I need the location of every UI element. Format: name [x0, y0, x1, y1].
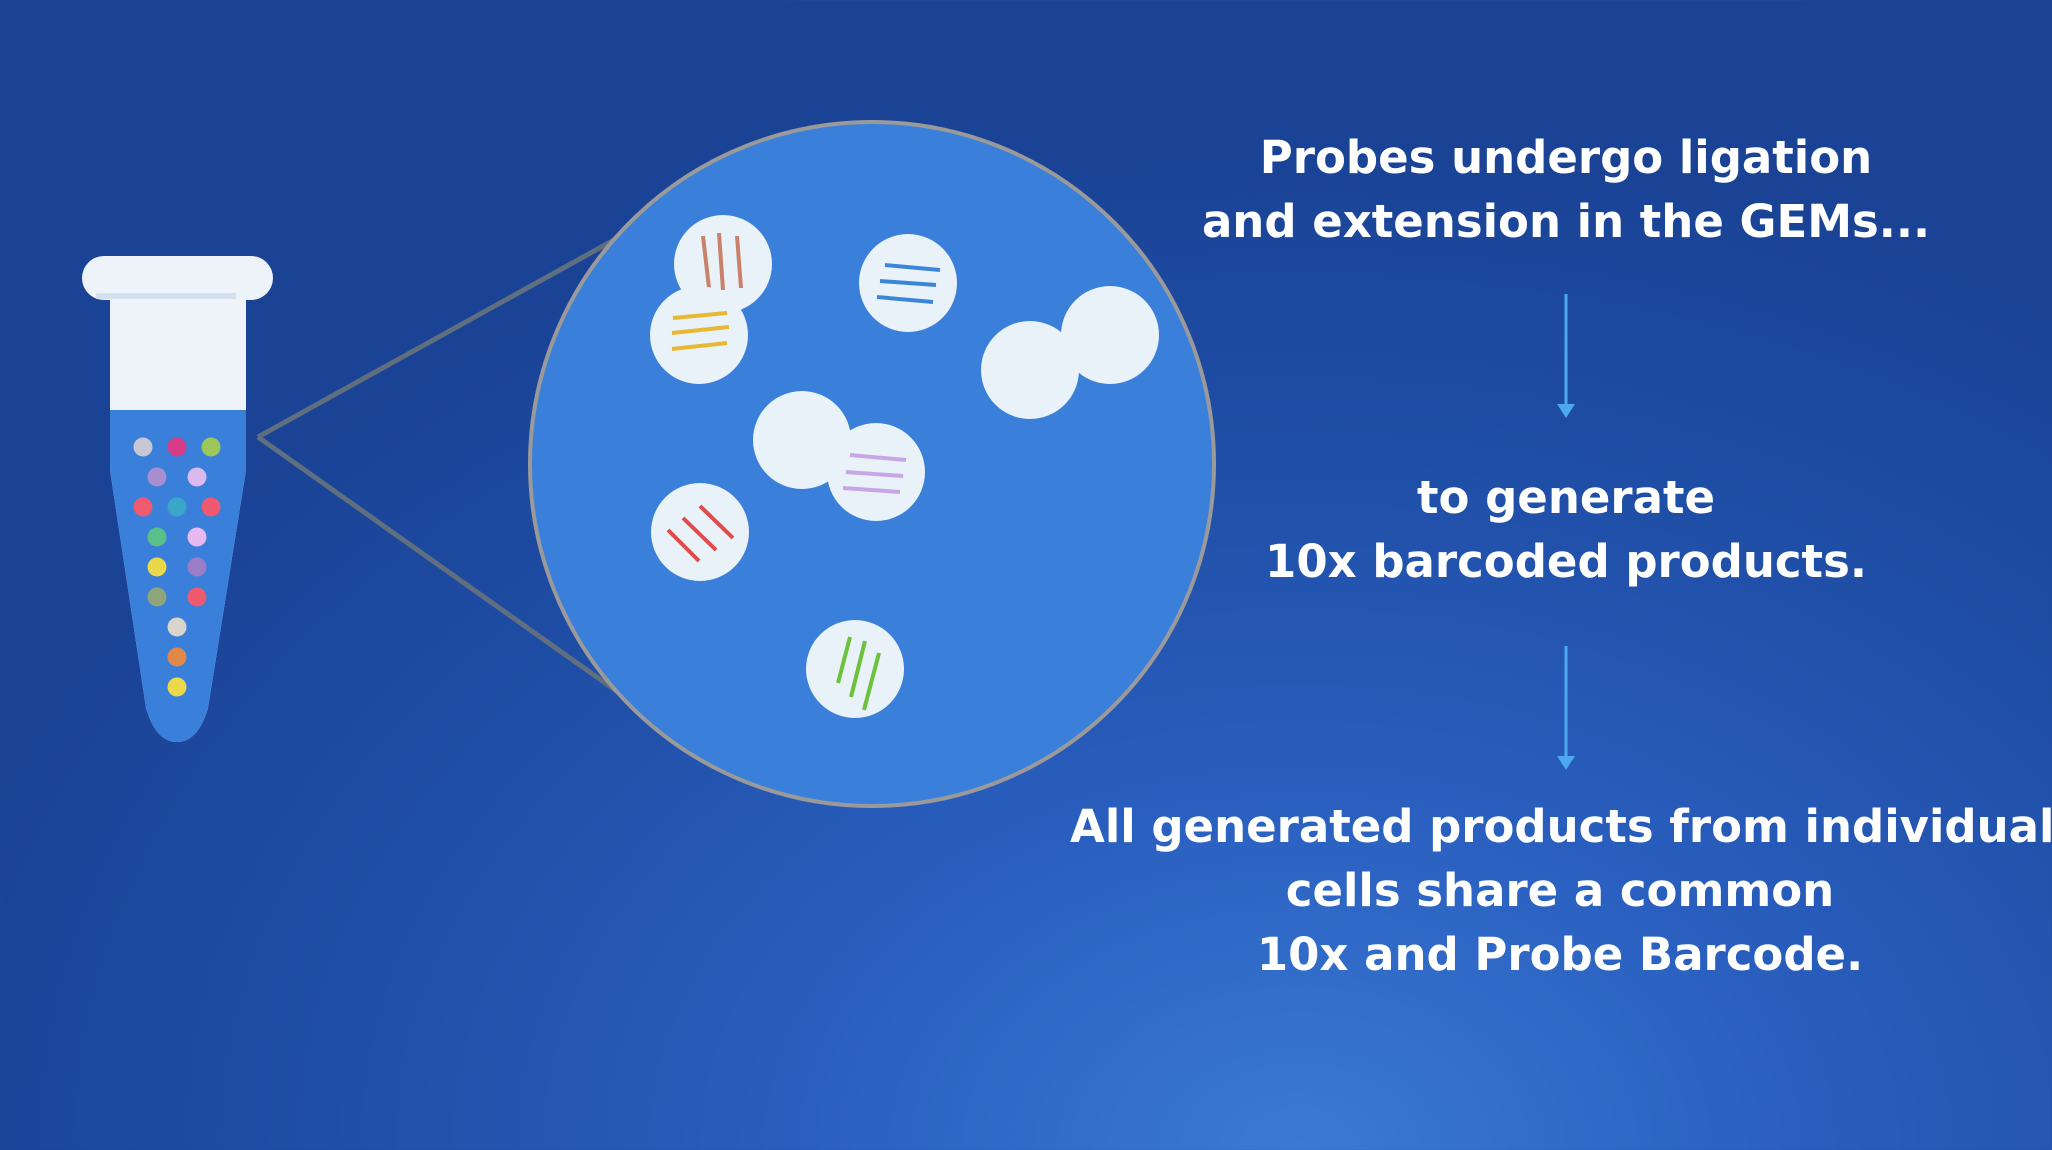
- tube-bead: [167, 677, 187, 697]
- zoom-line-bottom: [256, 434, 634, 705]
- tube-bead: [147, 587, 167, 607]
- probe-line: [849, 453, 907, 462]
- caption-line: to generate: [1417, 471, 1715, 524]
- tube-liquid: [110, 410, 246, 742]
- caption-line: All generated products from individual: [1070, 800, 2052, 853]
- probe-line: [876, 295, 934, 304]
- gem-green-probes: [806, 620, 904, 718]
- gem-purple-pair: [753, 391, 925, 521]
- gem: [1061, 286, 1159, 384]
- arrow-down-1: [1557, 294, 1575, 418]
- tube-cap-shadow: [96, 293, 236, 299]
- tube-bead: [133, 437, 153, 457]
- tube-bead: [187, 587, 207, 607]
- probe-line: [849, 640, 867, 698]
- gem: [806, 620, 904, 718]
- tube-bead: [147, 467, 167, 487]
- tube-bead: [201, 497, 221, 517]
- tube-cap: [82, 256, 273, 300]
- gem: [650, 286, 748, 384]
- tube-bead: [167, 617, 187, 637]
- gem-group: [650, 215, 1159, 718]
- tube-beads: [133, 437, 221, 697]
- caption-shared-barcode: All generated products from individual c…: [1070, 795, 2052, 987]
- tube-bead: [187, 557, 207, 577]
- caption-line: cells share a common: [1285, 864, 1835, 917]
- gem: [827, 423, 925, 521]
- zoom-cone: [256, 227, 634, 705]
- tube-bead: [167, 647, 187, 667]
- tube-bead: [147, 557, 167, 577]
- probe-line: [672, 311, 728, 320]
- gem: [753, 391, 851, 489]
- probe-line: [862, 652, 881, 711]
- gem: [981, 321, 1079, 419]
- probe-line: [671, 325, 730, 335]
- gem-red-probes: [651, 483, 749, 581]
- probe-line: [836, 636, 852, 684]
- tube-bead: [133, 497, 153, 517]
- probe-line: [701, 235, 711, 289]
- arrow-down-2: [1557, 646, 1575, 770]
- tube-bead: [187, 527, 207, 547]
- caption-line: 10x and Probe Barcode.: [1256, 928, 1864, 981]
- caption-line: Probes undergo ligation: [1259, 131, 1873, 184]
- tube-bead: [201, 437, 221, 457]
- probe-line: [884, 263, 941, 272]
- probe-line: [845, 470, 904, 478]
- probe-line: [698, 504, 735, 540]
- gem-blue-probes: [859, 234, 957, 332]
- caption-line: and extension in the GEMs...: [1201, 195, 1931, 248]
- probe-line: [666, 528, 701, 563]
- caption-generate-products: to generate 10x barcoded products.: [1166, 466, 1966, 594]
- tube-bead: [187, 467, 207, 487]
- zoom-line-top: [256, 227, 634, 440]
- probe-line: [735, 235, 743, 289]
- probe-line: [681, 516, 718, 552]
- tube-bead: [147, 527, 167, 547]
- caption-line: 10x barcoded products.: [1265, 535, 1867, 588]
- caption-ligation-extension: Probes undergo ligation and extension in…: [1166, 126, 1966, 254]
- tube-bead: [167, 497, 187, 517]
- probe-line: [842, 486, 901, 494]
- probe-line: [671, 341, 728, 351]
- sample-tube: [82, 256, 273, 742]
- probe-line: [879, 279, 937, 287]
- gem-yellow-probes: [650, 286, 748, 384]
- gem-empty-pair: [981, 286, 1159, 419]
- probe-line: [717, 232, 725, 291]
- tube-bead: [167, 437, 187, 457]
